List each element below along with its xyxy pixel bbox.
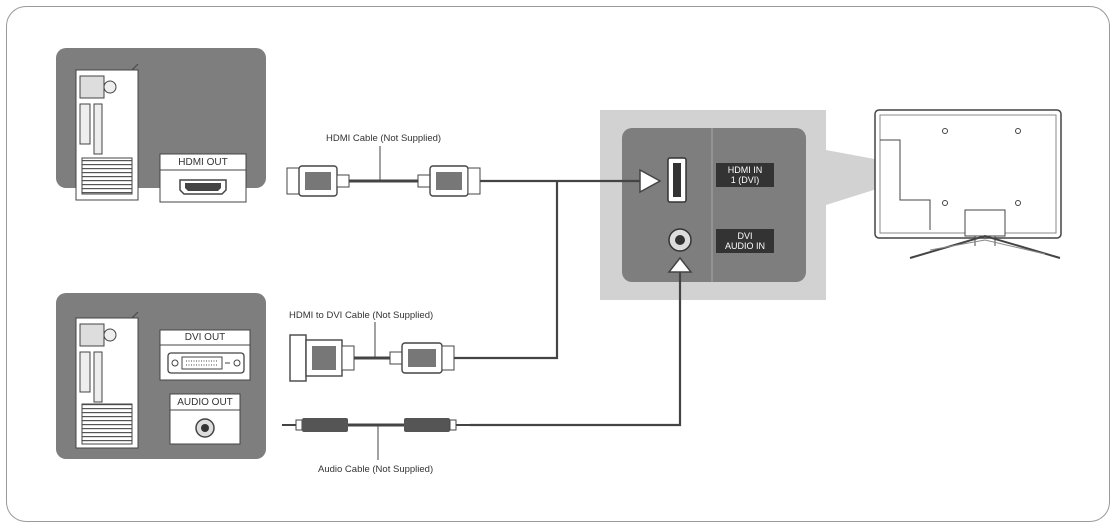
- hdmi-dvi-cable: [289, 322, 455, 382]
- tv-back: [874, 109, 1062, 259]
- hdmi-in-label-line1: HDMI IN: [727, 165, 763, 175]
- hdmi-out-port-box: [159, 153, 247, 203]
- dvi-audio-in-label: DVI AUDIO IN: [716, 229, 774, 253]
- audio-cable: [282, 418, 470, 460]
- dvi-out-label: DVI OUT: [184, 332, 226, 343]
- tv-port-panel: [600, 110, 880, 300]
- dvi-audio-in-label-line2: AUDIO IN: [724, 241, 765, 251]
- pc-tower-1: [75, 63, 139, 201]
- diagram-frame: [6, 6, 1110, 522]
- hdmi-in-label-line2: 1 (DVI): [730, 175, 760, 185]
- hdmi-in-port: [667, 157, 687, 203]
- dvi-out-port-box: [159, 329, 251, 381]
- audio-out-port-box: [169, 393, 241, 445]
- audio-route-line: [470, 272, 682, 427]
- audio-out-label: AUDIO OUT: [177, 397, 233, 408]
- audio-arrowhead: [667, 256, 693, 273]
- hdmi-dvi-cable-label: HDMI to DVI Cable (Not Supplied): [289, 310, 434, 321]
- hdmi-cable: [286, 146, 481, 197]
- pc-tower-2: [75, 311, 139, 449]
- dvi-audio-in-port: [668, 228, 692, 252]
- pc-hdmi-panel: [56, 48, 266, 203]
- dvi-audio-in-label-line1: DVI: [737, 231, 753, 241]
- connection-arrows: [454, 179, 682, 427]
- hdmi-arrowhead: [639, 168, 662, 194]
- hdmi-cable-label: HDMI Cable (Not Supplied): [326, 133, 442, 144]
- pc-dvi-panel: [56, 293, 266, 459]
- hdmi-out-label: HDMI OUT: [178, 157, 228, 168]
- hdmi-in-label: HDMI IN 1 (DVI): [716, 163, 774, 187]
- dvi-route-line: [454, 181, 559, 360]
- audio-cable-label: Audio Cable (Not Supplied): [318, 464, 434, 475]
- arrowheads: [639, 168, 693, 273]
